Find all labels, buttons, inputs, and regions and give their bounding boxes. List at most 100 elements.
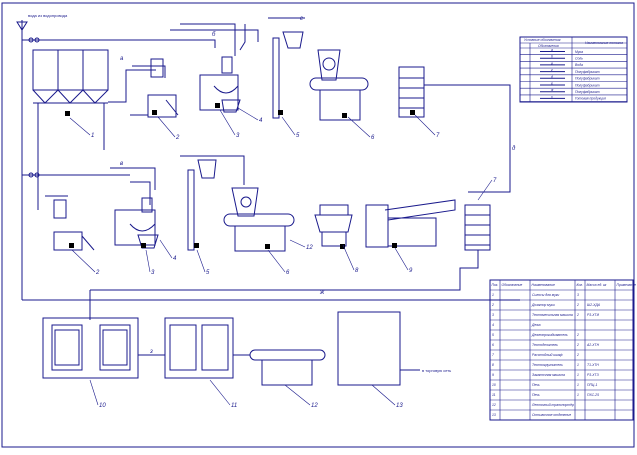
spec-note: Ш2-ХДА — [587, 303, 601, 307]
spec-name: Закаточная машина — [532, 373, 565, 377]
spec-pos: 2 — [491, 303, 494, 307]
legend-code: ж — [550, 88, 554, 92]
spec-pos: 12 — [492, 403, 496, 407]
callout-number: 7 — [436, 133, 440, 139]
callout-number: 12 — [306, 245, 313, 251]
drawing-frame — [1, 2, 635, 448]
spec-note: Т1-ХТН — [587, 363, 599, 367]
callout-number: 12 — [311, 403, 318, 409]
spec-qty: 2 — [576, 303, 579, 307]
proofer-cart-2 — [90, 204, 491, 291]
callout-number: 1 — [91, 133, 94, 139]
spec-name: Дежа — [531, 323, 541, 327]
spec-header-cell: Поз. — [492, 283, 499, 287]
callout-5: 5 — [196, 249, 210, 276]
water-label: вода из водопровода — [28, 13, 68, 18]
callout-number: 7 — [493, 178, 497, 184]
callout-number: 4 — [173, 256, 177, 262]
callout-number: 4 — [259, 118, 263, 124]
spec-pos: 5 — [492, 333, 494, 337]
spec-note: Р3-ХТЗ — [587, 373, 600, 377]
callout-number: 3 — [236, 133, 240, 139]
spec-pos: 9 — [492, 373, 494, 377]
legend-name: Полуфабрикат — [575, 83, 600, 87]
spec-name: Силосы для муки — [532, 293, 559, 297]
legend-code: г — [551, 68, 553, 72]
legend-name: Полуфабрикат — [575, 77, 600, 81]
callout-number: 8 — [355, 268, 359, 274]
spec-name: Тестоокруглитель — [532, 363, 563, 367]
dough-divider-1 — [309, 49, 369, 121]
spec-pos: 8 — [492, 363, 494, 367]
tipper-2 — [180, 155, 245, 251]
callout-2: 2 — [71, 249, 100, 276]
spec-pos: 10 — [492, 383, 496, 387]
out-label: в торговую сеть — [422, 368, 451, 373]
spec-note: Р3-ХТИ — [587, 313, 600, 317]
callout-number: 5 — [296, 133, 300, 139]
legend-code: в — [551, 61, 553, 65]
spec-row: 4 Дежа — [492, 323, 541, 327]
silo-bank — [32, 49, 109, 150]
spec-row: 13 Остывочное отделение — [492, 413, 571, 417]
callout-4: 4 — [159, 239, 177, 262]
spec-pos: 3 — [492, 313, 494, 317]
legend-name: Полуфабрикат — [575, 90, 600, 94]
spec-name: Расстойный шкаф — [532, 353, 563, 357]
spec-pos: 6 — [492, 343, 494, 347]
legend-code: б — [551, 55, 553, 59]
water-inlet: вода из водопровода — [16, 13, 68, 42]
spec-pos: 4 — [492, 323, 494, 327]
legend-name: Мука — [575, 50, 583, 54]
spec-pos: 11 — [492, 393, 496, 397]
callout-number: 6 — [286, 270, 290, 276]
legend-header-sub: Обозначения — [538, 44, 559, 48]
spec-row: 12 Ленточный транспортёр — [492, 403, 574, 407]
spec-name: Ленточный транспортёр — [531, 403, 574, 407]
callout-number: 13 — [396, 403, 403, 409]
oven-11 — [164, 317, 234, 379]
flour-doser-2 — [45, 195, 95, 251]
spec-header-cell: Примечание — [617, 283, 637, 287]
callout-2: 2 — [157, 116, 180, 141]
spec-name: Остывочное отделение — [532, 413, 571, 417]
spec-pos: 13 — [492, 413, 496, 417]
callout-9: 9 — [394, 247, 413, 274]
callout-13: 13 — [371, 384, 403, 409]
callout-number: 6 — [371, 135, 375, 141]
dough-moulder — [365, 199, 456, 248]
flow-label-b: б — [212, 32, 216, 38]
callout-7: 7 — [414, 114, 440, 139]
spec-header-cell: Обозначение — [502, 283, 523, 287]
callout-1: 1 — [69, 117, 94, 139]
callout-8: 8 — [342, 244, 359, 274]
dough-rounder — [314, 204, 353, 249]
spec-name: Тестомесильная машина — [532, 313, 573, 317]
callout-12: 12 — [284, 384, 318, 409]
spec-qty: 3 — [577, 293, 579, 297]
spec-header-cell: Наименование — [532, 283, 556, 287]
callout-7: 7 — [477, 178, 497, 201]
legend-name: Соль — [575, 57, 583, 61]
callout-number: 10 — [99, 403, 106, 409]
spec-qty: 2 — [576, 333, 579, 337]
legend-name: Вода — [575, 63, 583, 67]
spec-qty: 1 — [577, 363, 579, 367]
spec-qty: 2 — [576, 313, 579, 317]
tipper-1 — [268, 17, 305, 119]
callout-4: 4 — [237, 107, 263, 124]
callout-3: 3 — [219, 109, 240, 139]
